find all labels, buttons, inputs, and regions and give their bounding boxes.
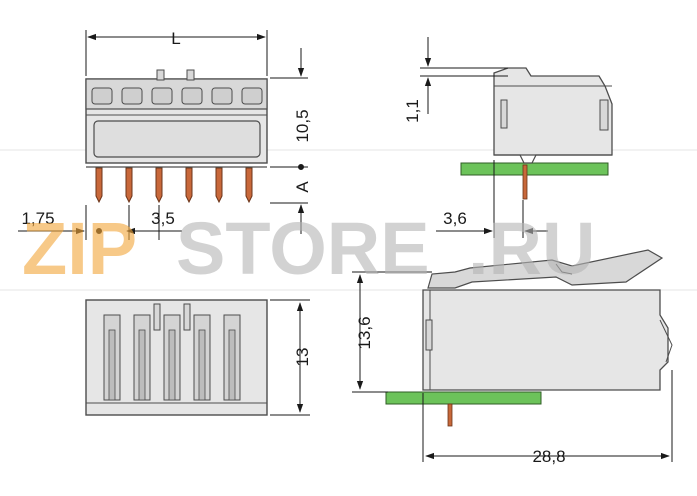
- pins: [95, 167, 253, 204]
- contact-openings: [91, 87, 263, 105]
- dim-total-height-label: 13,6: [355, 316, 374, 349]
- dim-pin-offset-label: 3,6: [443, 209, 467, 228]
- front-face-view: [85, 299, 268, 416]
- side-view-bottom: [385, 249, 673, 427]
- dimension-height-top: [270, 48, 308, 234]
- dimension-front-height: [270, 299, 310, 416]
- watermark-store: STORE: [176, 207, 430, 290]
- dimension-depth: [422, 370, 673, 462]
- dim-height-top-label: 10,5: [293, 109, 312, 142]
- zipstore-watermark: ZIP STORE .RU: [22, 207, 595, 290]
- dimension-pin-offset: [436, 160, 548, 238]
- watermark-zip: ZIP: [22, 207, 137, 290]
- dim-front-height-label: 13: [293, 348, 312, 367]
- dimension-pitch: [18, 205, 182, 240]
- dim-pitch-label: 3,5: [151, 209, 175, 228]
- front-view-with-pins: [85, 69, 268, 204]
- dim-side-offset-label: 1,1: [403, 99, 422, 123]
- dimension-total-height: [352, 271, 432, 393]
- dim-l-label: L: [171, 29, 180, 48]
- dim-a-label: A: [293, 181, 312, 193]
- dim-depth-label: 28,8: [532, 447, 565, 466]
- dim-edge-pitch-label: 1,75: [21, 209, 54, 228]
- watermark-ru: .RU: [468, 207, 595, 290]
- dimension-l: [85, 30, 268, 76]
- dimension-side-offset: [420, 37, 508, 114]
- side-view-top: [460, 67, 613, 200]
